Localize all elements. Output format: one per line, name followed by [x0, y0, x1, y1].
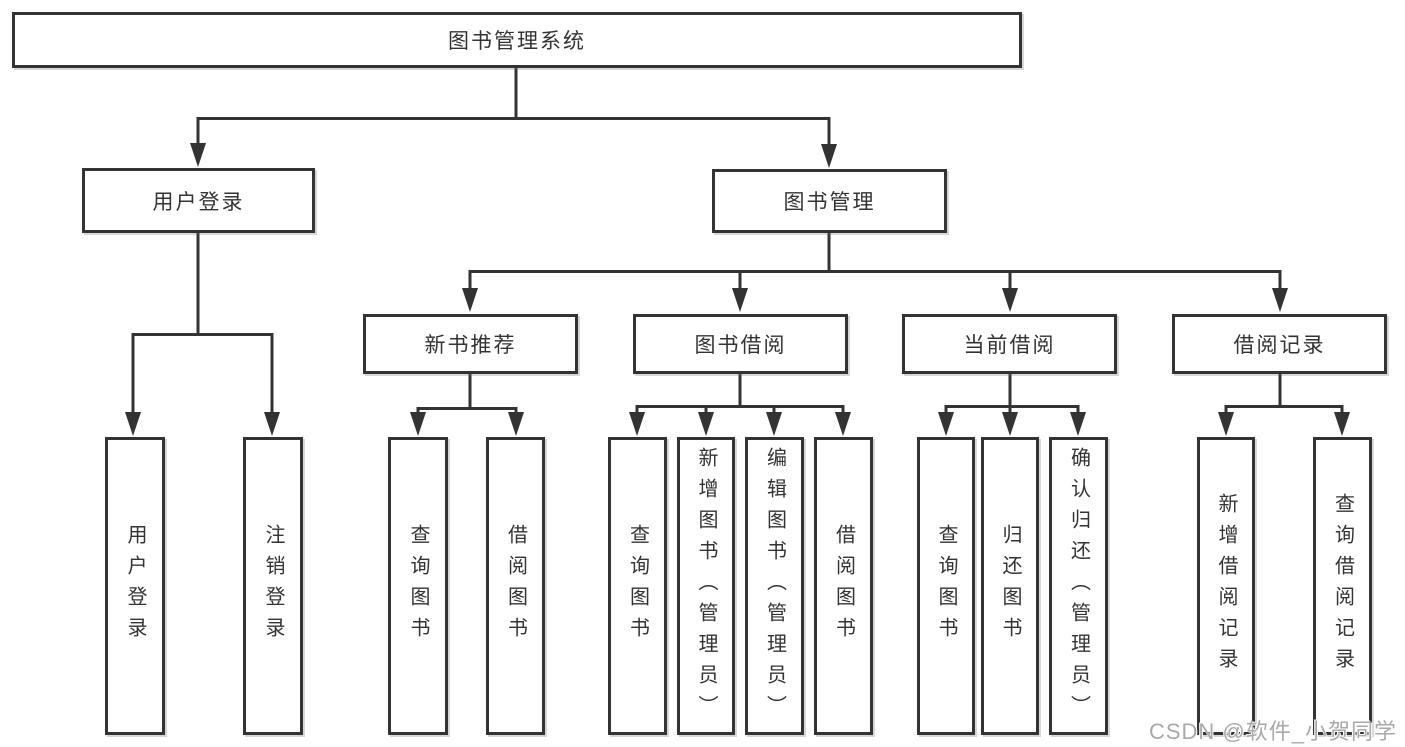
leaf-borrow-add-book-admin: 新增图书（管理员） — [677, 437, 735, 735]
node-label: 用户登录 — [124, 524, 146, 648]
arrow-down-icon — [1218, 412, 1234, 436]
arrow-down-icon — [938, 412, 954, 436]
connector-bookborrow-to-leaves — [635, 374, 845, 415]
leaf-recommend-borrow-book: 借阅图书 — [486, 437, 545, 735]
node-label: 新书推荐 — [424, 334, 517, 357]
leaf-record-query: 查询借阅记录 — [1313, 437, 1372, 735]
node-label: 编辑图书（管理员） — [763, 446, 786, 726]
arrow-down-icon — [125, 412, 141, 436]
arrow-down-icon — [410, 412, 426, 436]
node-label: 查询借阅记录 — [1331, 493, 1354, 679]
connector-newbookrec-to-leaves — [416, 374, 518, 415]
node-label: 用户登录 — [152, 190, 245, 214]
connector-borrowrecord-to-leaves — [1224, 374, 1344, 415]
connector-userlogin-to-leaves — [131, 233, 274, 414]
node-borrow-records: 借阅记录 — [1172, 314, 1387, 374]
arrow-down-icon — [835, 412, 851, 436]
node-label: 查询图书 — [935, 524, 957, 648]
leaf-current-confirm-return-admin: 确认归还（管理员） — [1049, 437, 1108, 735]
node-book-borrowing: 图书借阅 — [633, 314, 848, 374]
node-label: 图书借阅 — [694, 334, 787, 357]
leaf-borrow-borrow-book: 借阅图书 — [814, 437, 873, 735]
node-label: 借阅图书 — [504, 524, 527, 648]
node-new-book-recommendation: 新书推荐 — [363, 314, 578, 374]
node-label: 查询图书 — [626, 524, 649, 648]
leaf-record-add: 新增借阅记录 — [1197, 437, 1255, 735]
arrow-down-icon — [629, 412, 645, 436]
leaf-current-return-book: 归还图书 — [981, 437, 1039, 735]
node-label: 归还图书 — [999, 524, 1021, 648]
arrow-down-icon — [1272, 288, 1288, 312]
arrow-down-icon — [1002, 288, 1018, 312]
node-user-login: 用户登录 — [82, 168, 315, 233]
node-label: 新增借阅记录 — [1215, 493, 1237, 679]
arrow-down-icon — [1002, 412, 1018, 436]
node-label: 借阅图书 — [832, 524, 855, 648]
node-label: 图书管理系统 — [448, 30, 586, 53]
arrow-down-icon — [1070, 412, 1086, 436]
node-label: 新增图书（管理员） — [695, 446, 717, 726]
node-book-management: 图书管理 — [712, 169, 947, 233]
node-label: 当前借阅 — [963, 334, 1056, 357]
arrow-down-icon — [1334, 412, 1350, 436]
csdn-watermark: CSDN @软件_小贺同学 — [1148, 719, 1397, 744]
leaf-user-login: 用户登录 — [105, 437, 165, 735]
connector-root-to-level2 — [196, 68, 831, 147]
connector-bookmgmt-to-level3 — [468, 233, 1282, 291]
arrowheads — [125, 143, 1350, 436]
leaf-recommend-query-book: 查询图书 — [388, 437, 448, 735]
arrow-down-icon — [508, 412, 524, 436]
arrow-down-icon — [462, 288, 478, 312]
connector-currentborrow-to-leaves — [944, 374, 1080, 415]
arrow-down-icon — [698, 412, 714, 436]
leaf-borrow-query-book: 查询图书 — [608, 437, 667, 735]
leaf-borrow-edit-book-admin: 编辑图书（管理员） — [745, 437, 804, 735]
leaf-current-query-book: 查询图书 — [917, 437, 975, 735]
node-label: 借阅记录 — [1233, 334, 1326, 357]
arrow-down-icon — [821, 144, 837, 168]
node-root-system: 图书管理系统 — [12, 12, 1022, 68]
arrow-down-icon — [190, 143, 206, 167]
node-label: 查询图书 — [407, 524, 429, 648]
arrow-down-icon — [766, 412, 782, 436]
node-label: 确认归还（管理员） — [1067, 446, 1090, 726]
node-label: 图书管理 — [783, 191, 876, 214]
node-current-borrowing: 当前借阅 — [902, 314, 1117, 374]
node-label: 注销登录 — [262, 524, 284, 648]
arrow-down-icon — [732, 288, 748, 312]
leaf-logout: 注销登录 — [243, 437, 303, 735]
arrow-down-icon — [264, 412, 280, 436]
